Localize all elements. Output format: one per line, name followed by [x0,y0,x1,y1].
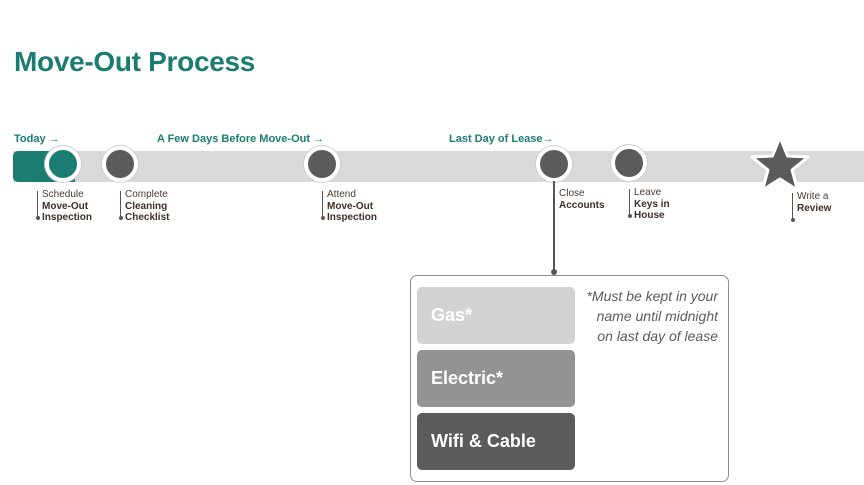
timeline-node-cleaning-checklist [102,146,138,182]
phase-label-today: Today → [14,133,60,145]
step-bold-text: Move-Out [42,200,89,212]
step-bold-text: Inspection [42,212,93,223]
timeline-node-leave-keys [611,145,647,181]
step-label-leave-keys: Leave Keys in House [627,187,670,222]
step-pre-text: Attend [327,189,356,200]
phase-label-last-day: Last Day of Lease→ [449,133,554,145]
close-accounts-connector [553,181,555,273]
step-bold-text: Move-Out [327,200,374,212]
timeline-track [13,151,864,182]
timeline-node-attend-inspection [304,146,340,182]
step-bold-text: Review [797,202,832,214]
step-label-attend-inspection: Attend Move-Out Inspection [320,189,378,224]
step-bold-text: Accounts [559,199,605,211]
step-pre-text: Write a [797,191,829,202]
step-bold-text: Keys in [634,198,670,210]
phase-label-before-move-out: A Few Days Before Move-Out → [157,133,325,145]
step-label-cleaning-checklist: Complete Cleaning Checklist [118,189,170,224]
step-bold-text: Checklist [125,212,170,223]
star-icon [750,135,810,192]
step-bold-text: House [634,210,665,221]
timeline-node-schedule-inspection [45,146,81,182]
utility-wifi-cable: Wifi & Cable [417,413,575,470]
accounts-panel: Gas* Electric* Wifi & Cable *Must be kep… [410,275,729,482]
step-pre-text: Close [559,188,585,199]
timeline-node-close-accounts [536,146,572,182]
step-bold-text: Inspection [327,212,378,223]
step-label-schedule-inspection: Schedule Move-Out Inspection [35,189,93,224]
utility-electric: Electric* [417,350,575,407]
step-pre-text: Complete [125,189,168,200]
step-label-write-review: Write a Review [790,191,832,222]
connector-dot [551,269,557,275]
page-title: Move-Out Process [14,46,256,77]
step-label-close-accounts: Close Accounts [554,188,605,211]
step-pre-text: Schedule [42,189,84,200]
utility-gas: Gas* [417,287,575,344]
utility-footnote: *Must be kept in your name until midnigh… [586,288,718,344]
step-bold-text: Cleaning [125,200,168,212]
step-pre-text: Leave [634,187,662,198]
